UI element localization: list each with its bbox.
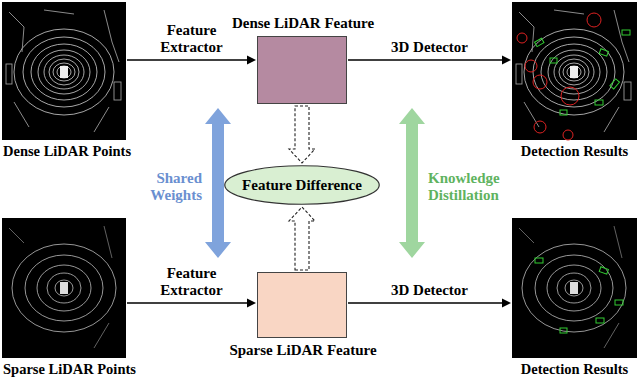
- difference-ellipse: Feature Difference: [224, 165, 380, 205]
- node-label: Detection Results: [521, 361, 629, 378]
- node-label: Sparse LiDAR Points: [3, 361, 136, 378]
- edge-label: 3D Detector: [388, 39, 472, 56]
- connector: [348, 56, 511, 65]
- connector: [289, 106, 315, 163]
- edge-label: Feature Extractor: [150, 22, 234, 56]
- connector: [348, 299, 511, 308]
- detection-image: Detection Results: [512, 2, 637, 140]
- connector: [289, 207, 315, 270]
- edge-label: Feature Extractor: [150, 265, 234, 299]
- node-label: Sparse LiDAR Feature: [229, 342, 376, 359]
- distillation-arrow: [399, 108, 425, 258]
- node-label: Feature Difference: [242, 177, 362, 194]
- detection-image: Detection Results: [512, 218, 637, 358]
- node-label: Dense LiDAR Points: [3, 143, 131, 160]
- node-label: Detection Results: [521, 143, 629, 160]
- connector: [127, 56, 256, 65]
- edge-label: 3D Detector: [388, 282, 472, 299]
- feature-box: Dense LiDAR Feature: [257, 36, 347, 104]
- feature-box: Sparse LiDAR Feature: [257, 272, 347, 338]
- connector: [127, 299, 256, 308]
- side-label: Knowledge Distillation: [428, 170, 508, 204]
- point-cloud-image: Dense LiDAR Points: [2, 2, 126, 140]
- point-cloud-image: Sparse LiDAR Points: [2, 218, 126, 358]
- node-label: Dense LiDAR Feature: [232, 15, 374, 32]
- side-label: Shared Weights: [122, 170, 202, 204]
